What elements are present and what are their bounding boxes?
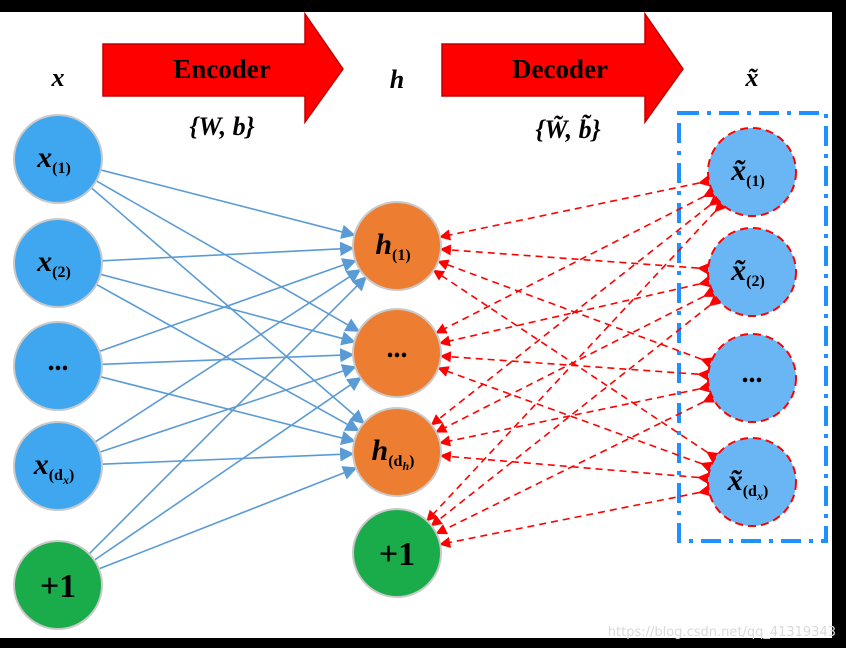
hidden-node-4: +1 (352, 508, 442, 598)
input-node-4-circle (13, 421, 103, 511)
watermark: https://blog.csdn.net/qq_41319343 (607, 625, 836, 640)
hidden-node-3-circle (352, 407, 442, 497)
output-node-3: ... (707, 333, 797, 423)
output-node-1: x̃(1) (707, 127, 797, 217)
output-node-2-label: x̃(2) (730, 254, 765, 290)
hidden-node-2: ... (352, 308, 442, 398)
input-layer: x(1) x(2)... x(dx) +1 (13, 114, 103, 630)
output-node-4: x̃(dx) (707, 437, 797, 527)
encoder-edge-2-0 (99, 258, 357, 353)
hidden-node-1-circle (352, 201, 442, 291)
encoder-edge-4-1 (93, 377, 362, 561)
input-node-4-label: x(dx) (33, 448, 75, 487)
hidden-node-4-label: +1 (379, 536, 415, 573)
input-node-4: x(dx) (13, 421, 103, 511)
input-layer-label: x (51, 63, 65, 92)
output-node-1-circle (707, 127, 797, 217)
decoder-label: Decoder (512, 54, 608, 84)
output-node-4-label: x̃(dx) (727, 464, 769, 503)
encoder-edges (88, 169, 367, 570)
encoder-edge-4-0 (88, 276, 367, 555)
decoder-edges (426, 175, 727, 548)
input-node-3-circle (13, 321, 103, 411)
input-node-3-label: ... (48, 346, 69, 377)
input-node-5-label: +1 (40, 568, 76, 605)
output-layer-label: x̃ (745, 63, 759, 92)
encoder-edge-0-1 (95, 180, 361, 332)
hidden-node-3: h(dh) (352, 407, 442, 497)
output-node-2: x̃(2) (707, 227, 797, 317)
input-node-3: ... (13, 321, 103, 411)
input-node-1: x(1) (13, 114, 103, 204)
hidden-node-1: h(1) (352, 201, 442, 291)
input-node-1-circle (13, 114, 103, 204)
encoder-edge-0-0 (100, 169, 356, 239)
output-node-1-label: x̃(1) (730, 154, 765, 190)
decoder-params: {W̃, b̃} (535, 114, 600, 144)
input-node-2-circle (13, 218, 103, 308)
encoder-edge-4-2 (98, 466, 358, 570)
encoder-edge-3-0 (94, 269, 362, 443)
input-node-5-circle (13, 540, 103, 630)
encoder-params: {W, b} (189, 112, 254, 141)
output-node-3-label: ... (742, 358, 763, 389)
input-node-5: +1 (13, 540, 103, 630)
encoder-arrow: Encoder (102, 11, 344, 125)
encoder-edge-2-1 (101, 347, 355, 366)
output-node-2-circle (707, 227, 797, 317)
encoder-edge-3-2 (101, 447, 355, 465)
hidden-node-2-label: ... (387, 333, 408, 364)
encoder-label: Encoder (173, 54, 271, 84)
hidden-node-2-circle (352, 308, 442, 398)
decoder-arrow: Decoder (441, 11, 684, 125)
decoder-edge-3-1 (437, 366, 713, 473)
input-node-2-label: x(2) (36, 245, 71, 281)
output-node-4-circle (707, 437, 797, 527)
encoder-edge-1-2 (96, 283, 360, 432)
hidden-node-3-label: h(dh) (372, 434, 415, 473)
hidden-layer: h(1)... h(dh) +1 (352, 201, 442, 598)
hidden-layer-label: h (390, 65, 404, 94)
output-layer: x̃(1) x̃(2)... x̃(dx) (707, 127, 797, 527)
input-node-1-label: x(1) (36, 141, 71, 177)
hidden-node-1-label: h(1) (375, 228, 410, 264)
encoder-edge-3-1 (99, 364, 357, 453)
decoder-edge-3-3 (439, 485, 711, 548)
encoder-edge-1-0 (101, 241, 355, 262)
input-node-2: x(2) (13, 218, 103, 308)
output-node-3-circle (707, 333, 797, 423)
hidden-node-4-circle (352, 508, 442, 598)
